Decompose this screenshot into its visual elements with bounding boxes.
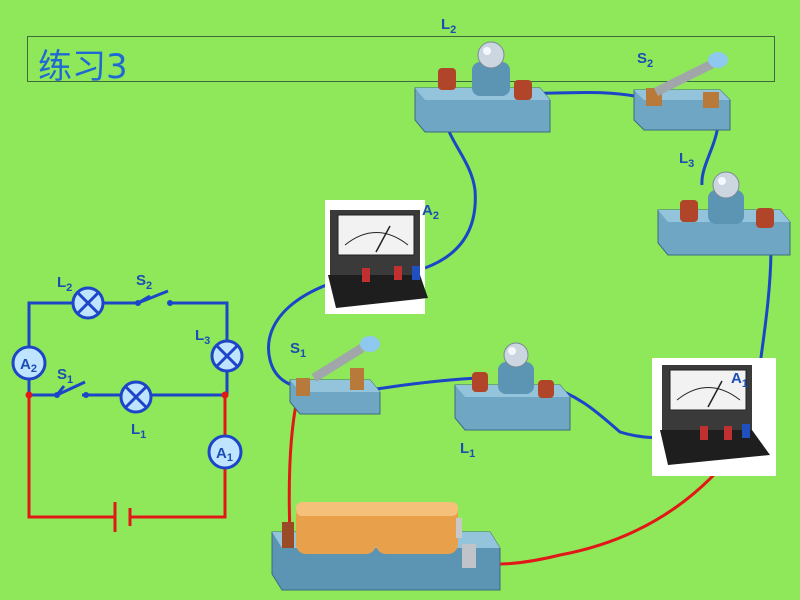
schematic-label-s2: S2	[136, 272, 152, 292]
schematic-label-s1: S1	[57, 366, 73, 386]
lamp-l1-symbol	[119, 380, 153, 414]
pictorial-label-l2-sub: 2	[450, 24, 457, 36]
pictorial-label-s2-letter: S	[637, 50, 648, 67]
svg-text:A2: A2	[20, 356, 37, 375]
page-title: 练习3	[38, 47, 128, 87]
pictorial-label-l2: L2	[441, 16, 456, 36]
bulb-holder-l1	[454, 342, 571, 431]
ammeter-a1-symbol: A1	[207, 434, 243, 470]
schematic-label-l2: L2	[57, 274, 72, 294]
schematic-label-l3-letter: L	[195, 327, 205, 344]
junction-dot-right	[221, 391, 229, 399]
ammeter-a2-symbol: A2	[11, 345, 47, 381]
knife-switch-s1	[289, 336, 381, 415]
pictorial-label-a2-letter: A	[422, 202, 433, 219]
pictorial-label-s2: S2	[637, 50, 653, 70]
ammeter-a2-letter: A	[20, 356, 31, 373]
schematic-label-l3-sub: 3	[204, 335, 211, 347]
schematic-label-l1-sub: 1	[140, 429, 147, 441]
pictorial-label-a2: A2	[422, 202, 439, 222]
lamp-l3-symbol	[210, 339, 244, 373]
battery-holder	[271, 502, 501, 591]
schematic-label-l2-letter: L	[57, 274, 67, 291]
schematic-label-s2-letter: S	[136, 272, 147, 289]
pictorial-label-l3-sub: 3	[688, 158, 695, 170]
schematic-wires-red	[27, 395, 227, 519]
pictorial-label-l1-letter: L	[460, 440, 470, 457]
bulb-holder-l2	[414, 41, 551, 133]
lamp-l2-symbol	[71, 286, 105, 320]
switch-s1-symbol	[54, 380, 89, 398]
schematic-circuit: A2 A1	[11, 286, 244, 532]
pictorial-label-l2-letter: L	[441, 16, 451, 33]
battery-symbol	[113, 502, 132, 532]
pictorial-label-a1: A1	[731, 370, 748, 390]
pictorial-label-l1: L1	[460, 440, 475, 460]
svg-text:A1: A1	[216, 445, 233, 464]
schematic-label-l3: L3	[195, 327, 210, 347]
pictorial-label-l1-sub: 1	[469, 448, 476, 460]
pictorial-label-a2-sub: 2	[432, 210, 439, 222]
ammeter-a1-letter: A	[216, 445, 227, 462]
pictorial-label-s2-sub: 2	[647, 58, 654, 70]
pictorial-label-s1-sub: 1	[300, 348, 307, 360]
ammeter-a2-device	[325, 200, 428, 314]
schematic-label-l1: L1	[131, 421, 146, 441]
pictorial-label-s1: S1	[290, 340, 306, 360]
schematic-label-l2-sub: 2	[66, 282, 73, 294]
schematic-label-s1-letter: S	[57, 366, 68, 383]
pictorial-circuit	[267, 41, 791, 591]
schematic-label-l1-letter: L	[131, 421, 141, 438]
junction-dot-left	[25, 391, 33, 399]
pictorial-label-l3: L3	[679, 150, 694, 170]
switch-s2-symbol	[135, 289, 173, 306]
bulb-holder-l3	[657, 171, 791, 256]
ammeter-a1-sub: 1	[227, 452, 233, 464]
pictorial-label-a1-letter: A	[731, 370, 742, 387]
bulb-l3-glass	[712, 171, 740, 199]
bulb-l1-glass	[503, 342, 529, 368]
ammeter-a2-sub: 2	[31, 363, 37, 375]
ammeter-a1-device	[652, 358, 776, 476]
pictorial-label-s1-letter: S	[290, 340, 301, 357]
pictorial-label-l3-letter: L	[679, 150, 689, 167]
pictorial-label-a1-sub: 1	[741, 378, 748, 390]
knife-switch-s2	[633, 52, 731, 131]
title-bar: 练习3	[27, 36, 775, 87]
bulb-l2-glass	[477, 41, 505, 69]
schematic-label-s2-sub: 2	[146, 280, 153, 292]
schematic-label-s1-sub: 1	[67, 374, 74, 386]
